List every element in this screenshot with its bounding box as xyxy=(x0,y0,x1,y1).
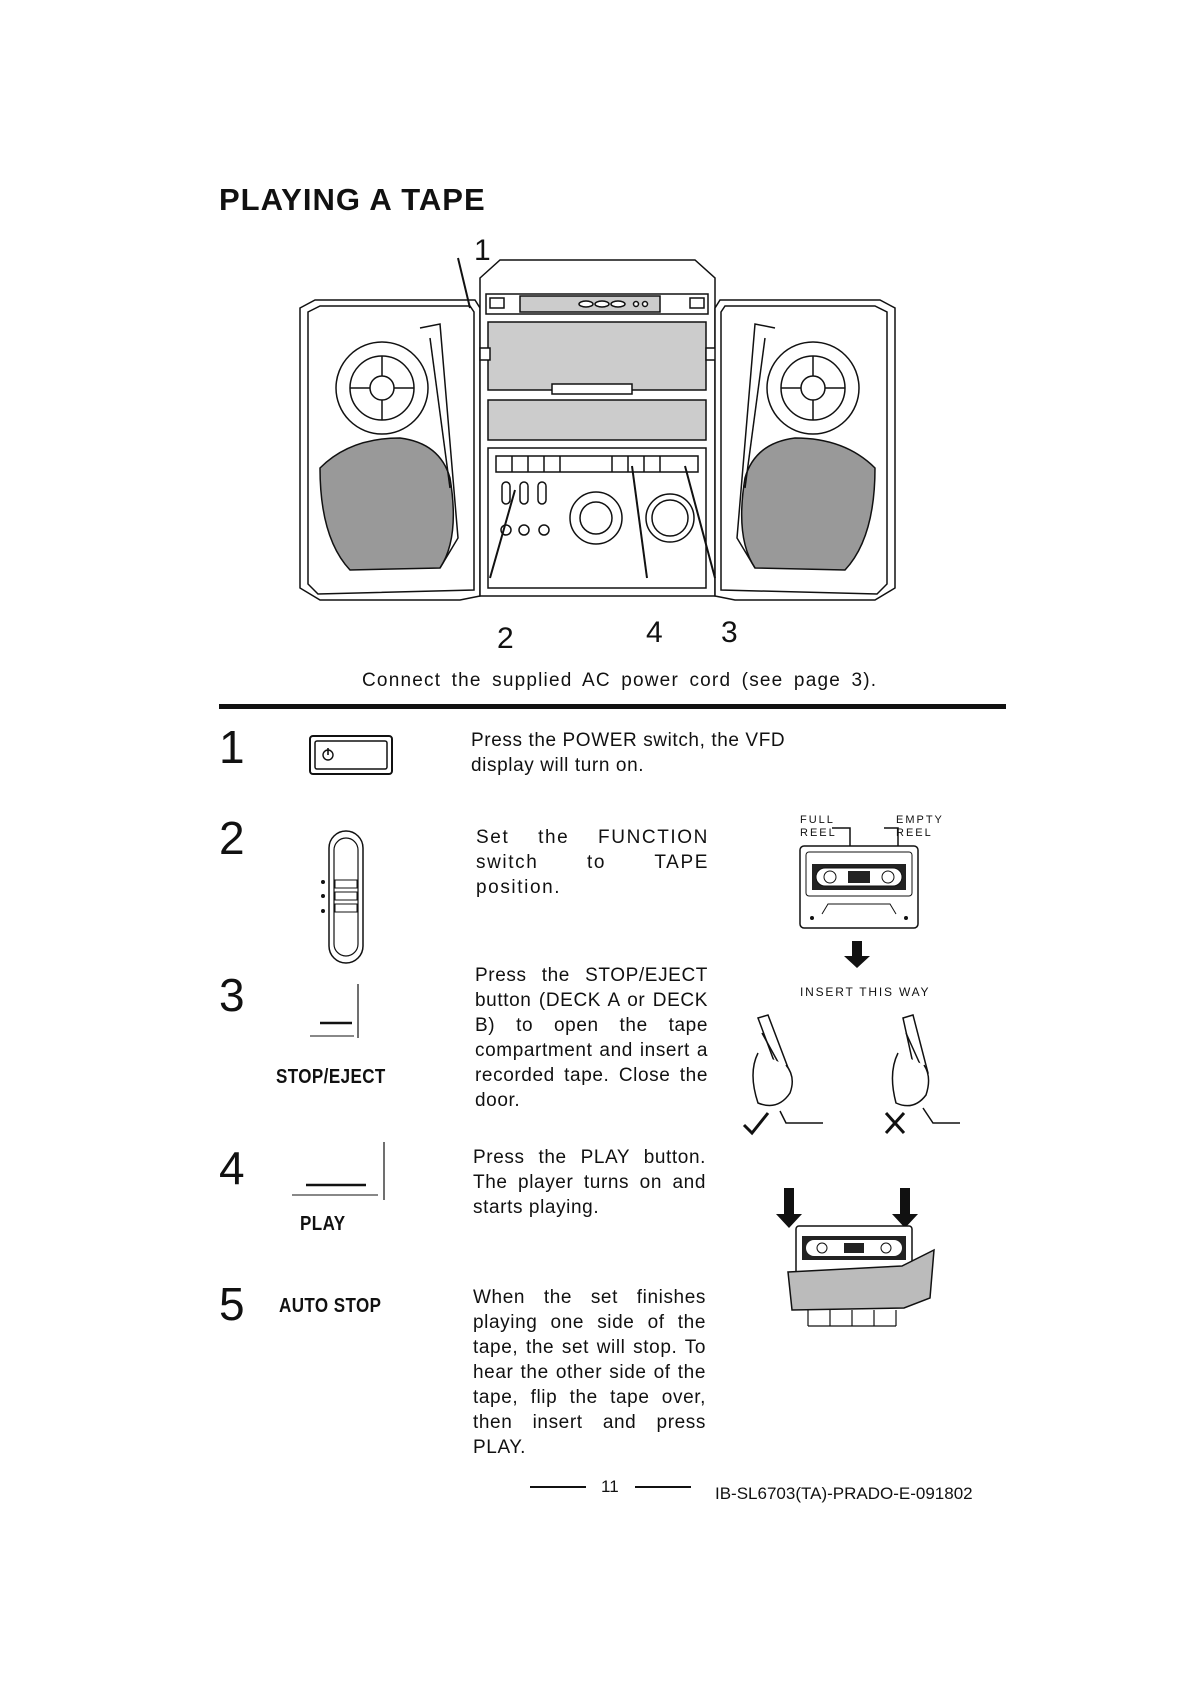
check-icon xyxy=(742,1112,770,1136)
footer-rule-left xyxy=(530,1486,586,1488)
insert-direction-label: INSERT THIS WAY xyxy=(800,985,931,999)
incorrect-insertion xyxy=(891,1014,960,1124)
step-number: 2 xyxy=(219,812,245,864)
tape-loading-diagram xyxy=(776,1188,935,1327)
footer-rule-right xyxy=(635,1486,691,1488)
power-cord-caption: Connect the supplied AC power cord (see … xyxy=(362,670,878,691)
correct-insertion xyxy=(752,1014,823,1124)
callout-4: 4 xyxy=(646,616,663,649)
section-divider xyxy=(219,704,1006,709)
cross-icon xyxy=(884,1111,906,1135)
step-text: When the set finishes playing one side o… xyxy=(473,1287,706,1458)
function-switch-icon xyxy=(321,830,364,964)
cassette-orientation-diagram xyxy=(799,827,919,968)
step-number: 5 xyxy=(219,1278,245,1330)
step-text: Press the POWER switch, the VFD display … xyxy=(471,730,786,776)
main-unit xyxy=(479,259,717,597)
left-speaker xyxy=(299,299,481,601)
document-code: IB-SL6703(TA)-PRADO-E-091802 xyxy=(715,1484,973,1503)
stereo-system-diagram xyxy=(299,257,896,601)
auto-stop-label: AUTO STOP xyxy=(279,1295,382,1317)
callout-3: 3 xyxy=(721,616,738,649)
step-text: Set the FUNCTION switch to TAPE position… xyxy=(476,827,709,898)
step-number: 3 xyxy=(219,969,245,1021)
play-label: PLAY xyxy=(300,1213,346,1235)
stop-eject-label: STOP/EJECT xyxy=(276,1066,386,1088)
step-text: Press the STOP/EJECT button (DECK A or D… xyxy=(475,965,708,1111)
step-text: Press the PLAY button. The player turns … xyxy=(473,1147,706,1218)
insertion-comparison-diagram xyxy=(742,1014,960,1136)
page-number: 11 xyxy=(601,1477,619,1496)
callout-1: 1 xyxy=(474,234,491,267)
stop-eject-button-icon xyxy=(310,984,359,1038)
right-speaker xyxy=(714,299,896,601)
power-switch-icon xyxy=(309,735,393,775)
callout-leaders xyxy=(457,257,716,579)
play-button-icon xyxy=(292,1142,385,1200)
step-number: 1 xyxy=(219,721,245,773)
page-title: PLAYING A TAPE xyxy=(219,182,486,217)
callout-2: 2 xyxy=(497,622,514,655)
step-number: 4 xyxy=(219,1142,245,1194)
